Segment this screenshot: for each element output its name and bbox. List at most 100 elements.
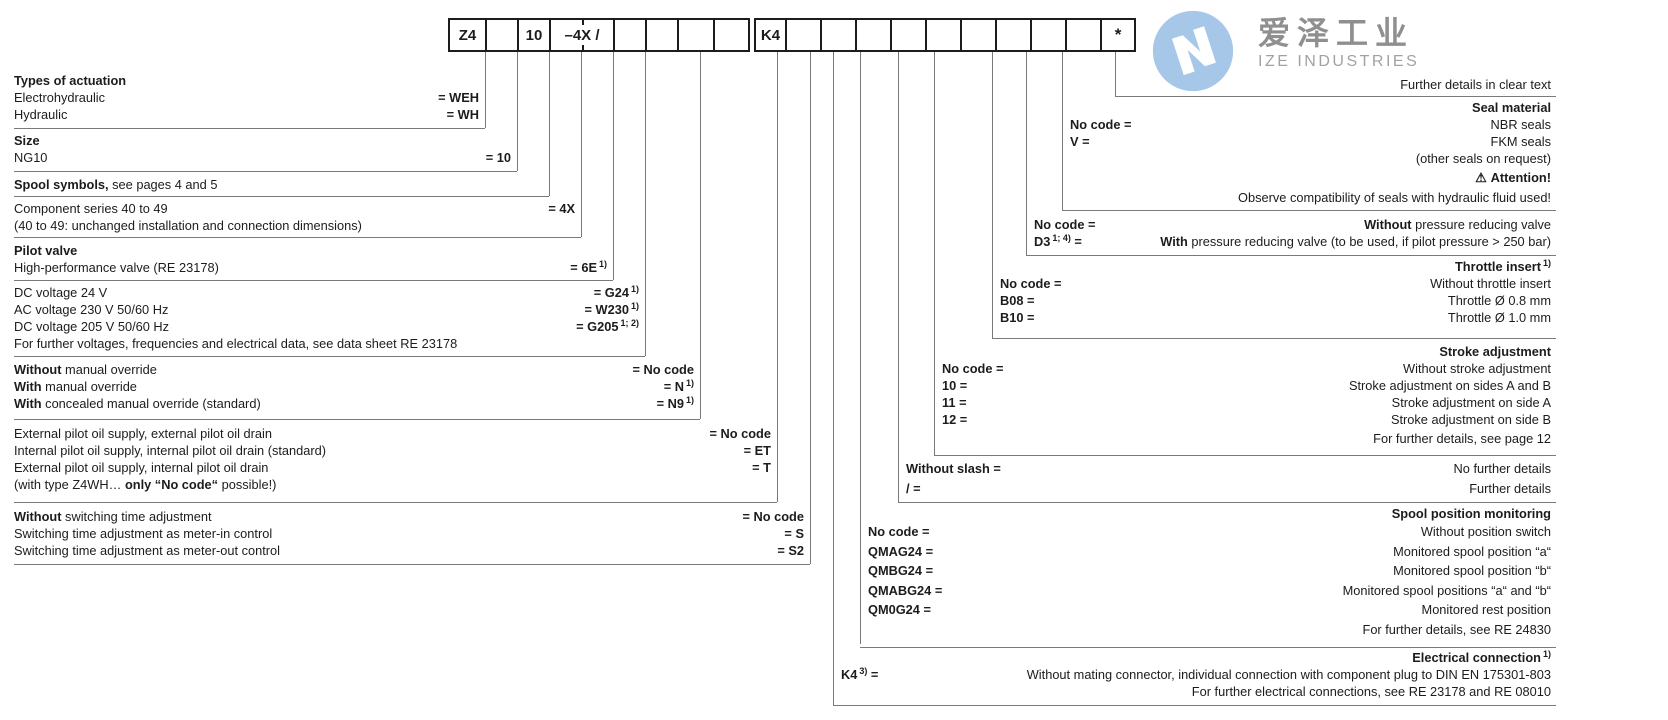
logo-mark-icon bbox=[1152, 10, 1234, 92]
box-divider-tick bbox=[582, 20, 584, 25]
connector-line bbox=[992, 52, 993, 338]
row-code: = ET bbox=[743, 443, 771, 458]
spec-row: Internal pilot oil supply, internal pilo… bbox=[14, 442, 777, 459]
code-box-override bbox=[677, 18, 715, 52]
spec-row: 12 = Stroke adjustment on side B bbox=[934, 411, 1551, 428]
code-box-z4: Z4 bbox=[448, 18, 487, 52]
section-title: Pilot valve bbox=[14, 243, 78, 258]
spec-row: No code = NBR seals bbox=[1062, 116, 1551, 133]
row-code: 12 = bbox=[942, 412, 968, 427]
code-box-size: 10 bbox=[517, 18, 551, 52]
row-label: With concealed manual override (standard… bbox=[14, 396, 261, 411]
spec-row: For further voltages, frequencies and el… bbox=[14, 335, 645, 352]
connector-line bbox=[581, 52, 582, 237]
code-box-star: * bbox=[1100, 18, 1136, 52]
code-box-voltage bbox=[645, 18, 679, 52]
row-code: = WH bbox=[446, 107, 479, 122]
spec-row: B08 = Throttle Ø 0.8 mm bbox=[992, 292, 1551, 309]
row-desc: Without pressure reducing valve bbox=[1364, 217, 1551, 232]
code-box-series-label: –4X / bbox=[564, 26, 600, 44]
section-title: Seal material bbox=[1472, 100, 1551, 115]
row-code: No code = bbox=[868, 524, 930, 539]
spec-row: Switching time adjustment as meter-in co… bbox=[14, 525, 810, 542]
warning-icon: ⚠ bbox=[1475, 170, 1487, 185]
row-code: B08 = bbox=[1000, 293, 1035, 308]
spec-row: For further electrical connections, see … bbox=[833, 683, 1551, 700]
row-code: = No code bbox=[709, 426, 771, 441]
section-clear-text: Further details in clear text bbox=[1115, 76, 1556, 97]
row-desc: Throttle Ø 0.8 mm bbox=[1447, 293, 1551, 308]
spec-row: Switching time adjustment as meter-out c… bbox=[14, 542, 810, 559]
spec-row: For further details, see RE 24830 bbox=[860, 620, 1552, 640]
row-code: = WEH bbox=[438, 90, 479, 105]
spec-row: Further details in clear text bbox=[1115, 76, 1551, 93]
row-desc: Without stroke adjustment bbox=[1403, 361, 1551, 376]
row-desc: Without throttle insert bbox=[1430, 276, 1551, 291]
row-desc: ⚠Attention! bbox=[1475, 170, 1551, 185]
row-label: Without manual override bbox=[14, 362, 157, 377]
row-code: V = bbox=[1070, 134, 1090, 149]
spec-row: No code = Without pressure reducing valv… bbox=[1026, 216, 1551, 233]
spec-row: Spool symbols, see pages 4 and 5 bbox=[14, 176, 549, 193]
code-box-empty-2 bbox=[820, 18, 857, 52]
spec-row: Without switching time adjustment = No c… bbox=[14, 508, 810, 525]
row-label: NG10 bbox=[14, 150, 48, 165]
code-box-empty-3 bbox=[855, 18, 892, 52]
spec-row: ⚠Attention! bbox=[1062, 169, 1551, 186]
spec-row: Without manual override = No code bbox=[14, 361, 700, 378]
row-code: / = bbox=[906, 481, 921, 496]
row-code: QM0G24 = bbox=[868, 602, 931, 617]
code-box-empty-4 bbox=[890, 18, 927, 52]
row-desc: Further details in clear text bbox=[1400, 77, 1551, 92]
row-desc: No further details bbox=[1453, 461, 1551, 476]
connector-line bbox=[833, 52, 834, 705]
row-desc: Monitored spool position “a“ bbox=[1393, 543, 1551, 559]
connector-line bbox=[777, 52, 778, 502]
code-box-empty-9 bbox=[1065, 18, 1102, 52]
section-switching-time: Without switching time adjustment = No c… bbox=[14, 508, 810, 565]
connector-line bbox=[934, 52, 935, 455]
section-stroke-adjustment: Stroke adjustment No code = Without stro… bbox=[934, 343, 1556, 456]
row-desc: Monitored rest position bbox=[1421, 602, 1551, 617]
section-types-of-actuation: Types of actuation Electrohydraulic = WE… bbox=[14, 72, 485, 129]
spec-row: QM0G24 = Monitored rest position bbox=[860, 600, 1551, 620]
row-desc: NBR seals bbox=[1490, 117, 1551, 132]
spec-row: Hydraulic = WH bbox=[14, 106, 485, 123]
spec-row: NG10 = 10 bbox=[14, 149, 517, 166]
row-label: Component series 40 to 49 bbox=[14, 201, 168, 216]
section-title: Spool position monitoring bbox=[1391, 506, 1551, 521]
spec-row: No code = Without throttle insert bbox=[992, 275, 1551, 292]
connector-line bbox=[810, 52, 811, 564]
row-code: = S2 bbox=[777, 543, 804, 558]
row-code: = T bbox=[752, 460, 771, 475]
spec-row: Component series 40 to 49 = 4X bbox=[14, 200, 581, 217]
row-code: QMBG24 = bbox=[868, 563, 934, 578]
row-label: External pilot oil supply, internal pilo… bbox=[14, 460, 269, 475]
spec-row: External pilot oil supply, external pilo… bbox=[14, 425, 777, 442]
row-code: = No code bbox=[632, 362, 694, 377]
row-label: (40 to 49: unchanged installation and co… bbox=[14, 218, 362, 233]
connector-line bbox=[485, 52, 486, 128]
row-code: No code = bbox=[1070, 117, 1132, 132]
spec-row: (40 to 49: unchanged installation and co… bbox=[14, 217, 581, 234]
row-desc: (other seals on request) bbox=[1415, 151, 1551, 166]
spec-row: 10 = Stroke adjustment on sides A and B bbox=[934, 377, 1551, 394]
row-code: = S bbox=[784, 526, 804, 541]
row-desc: Throttle Ø 1.0 mm bbox=[1447, 310, 1551, 325]
code-box-series: –4X / bbox=[549, 18, 615, 52]
spec-row: For further details, see page 12 bbox=[934, 430, 1551, 447]
row-desc: For further details, see page 12 bbox=[1373, 431, 1551, 446]
